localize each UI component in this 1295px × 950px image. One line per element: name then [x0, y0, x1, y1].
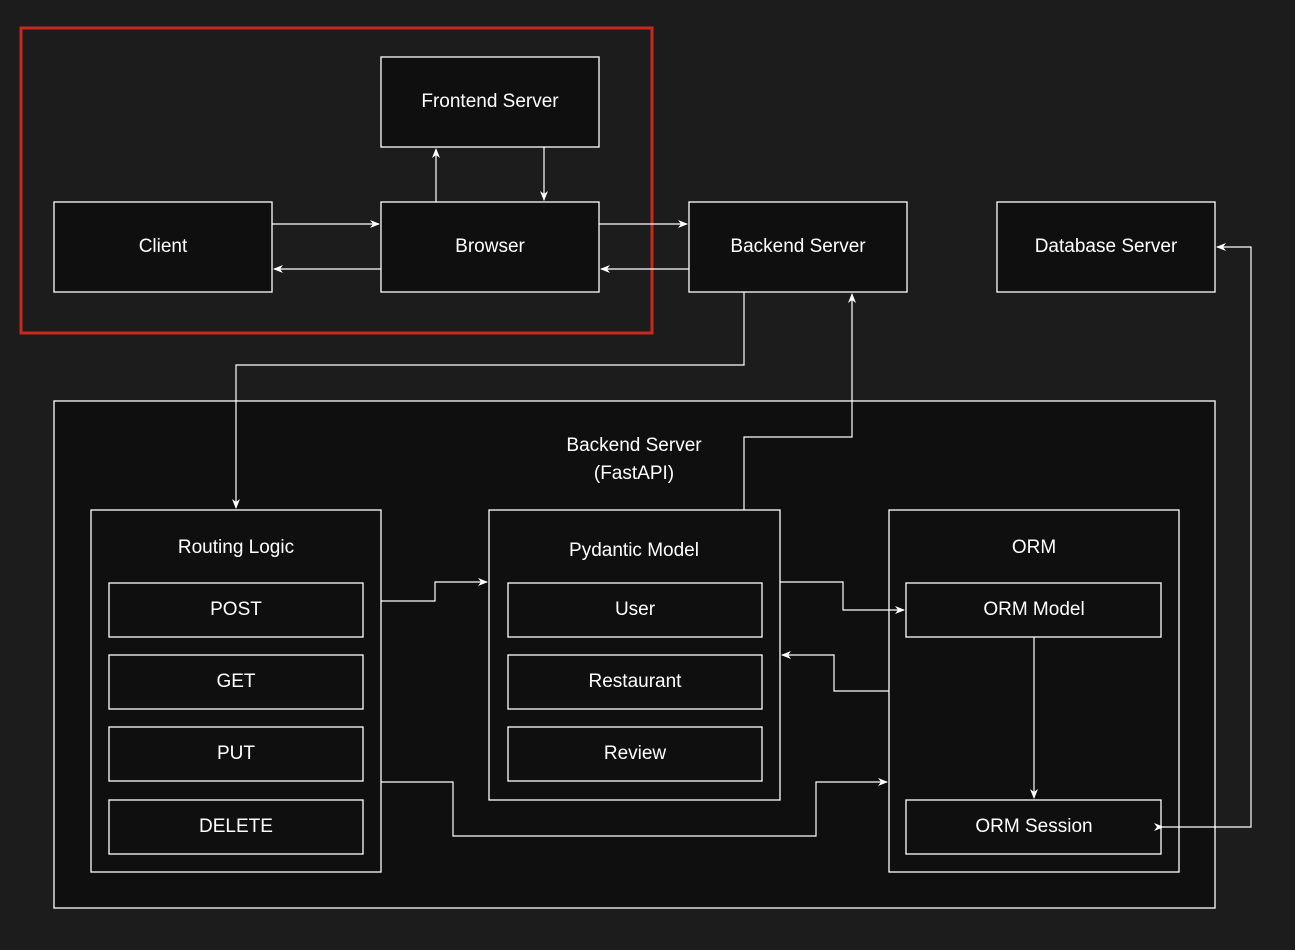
database-server-label: Database Server [1035, 236, 1178, 257]
restaurant-model: Restaurant [507, 654, 763, 710]
delete-route: DELETE [108, 799, 364, 855]
backend-container-title-line1: Backend Server [566, 435, 702, 456]
browser-label: Browser [455, 236, 525, 257]
backend-server-label: Backend Server [730, 236, 866, 257]
edge-routing-to-pydantic [381, 578, 488, 602]
edge-backend-to-routing [232, 292, 745, 509]
edge-pydantic-to-orm-model [780, 581, 905, 614]
delete-label: DELETE [199, 816, 273, 837]
edge-orm-to-pydantic [781, 651, 889, 692]
backend-server-node: Backend Server [688, 201, 908, 293]
put-label: PUT [217, 743, 255, 764]
review-model: Review [507, 726, 763, 782]
edge-pydantic-to-backend [743, 293, 856, 510]
client-node: Client [53, 201, 273, 293]
orm-model-label: ORM Model [983, 599, 1084, 620]
orm-session-node: ORM Session [905, 799, 1162, 855]
orm-session-label: ORM Session [975, 816, 1092, 837]
routing-logic-group: Routing Logic POST GET PUT DELETE [90, 509, 382, 873]
browser-node: Browser [380, 201, 600, 293]
frontend-highlight-frame [19, 26, 654, 335]
frontend-server-label: Frontend Server [421, 91, 559, 112]
put-route: PUT [108, 726, 364, 782]
post-route: POST [108, 582, 364, 638]
routing-logic-label: Routing Logic [178, 537, 294, 558]
edge-routing-to-orm [381, 778, 888, 837]
get-route: GET [108, 654, 364, 710]
client-label: Client [139, 236, 188, 257]
get-label: GET [216, 671, 255, 692]
pydantic-model-group: Pydantic Model User Restaurant Review [488, 509, 781, 801]
orm-model-node: ORM Model [905, 582, 1162, 638]
edge-session-database-link [1154, 243, 1252, 831]
review-label: Review [604, 743, 667, 764]
post-label: POST [210, 599, 262, 620]
database-server-node: Database Server [996, 201, 1216, 293]
user-label: User [615, 599, 656, 620]
restaurant-label: Restaurant [589, 671, 683, 692]
frontend-server-node: Frontend Server [380, 56, 600, 148]
backend-container-title-line2: (FastAPI) [594, 463, 674, 484]
user-model: User [507, 582, 763, 638]
orm-label: ORM [1012, 537, 1056, 558]
pydantic-model-label: Pydantic Model [569, 540, 699, 561]
